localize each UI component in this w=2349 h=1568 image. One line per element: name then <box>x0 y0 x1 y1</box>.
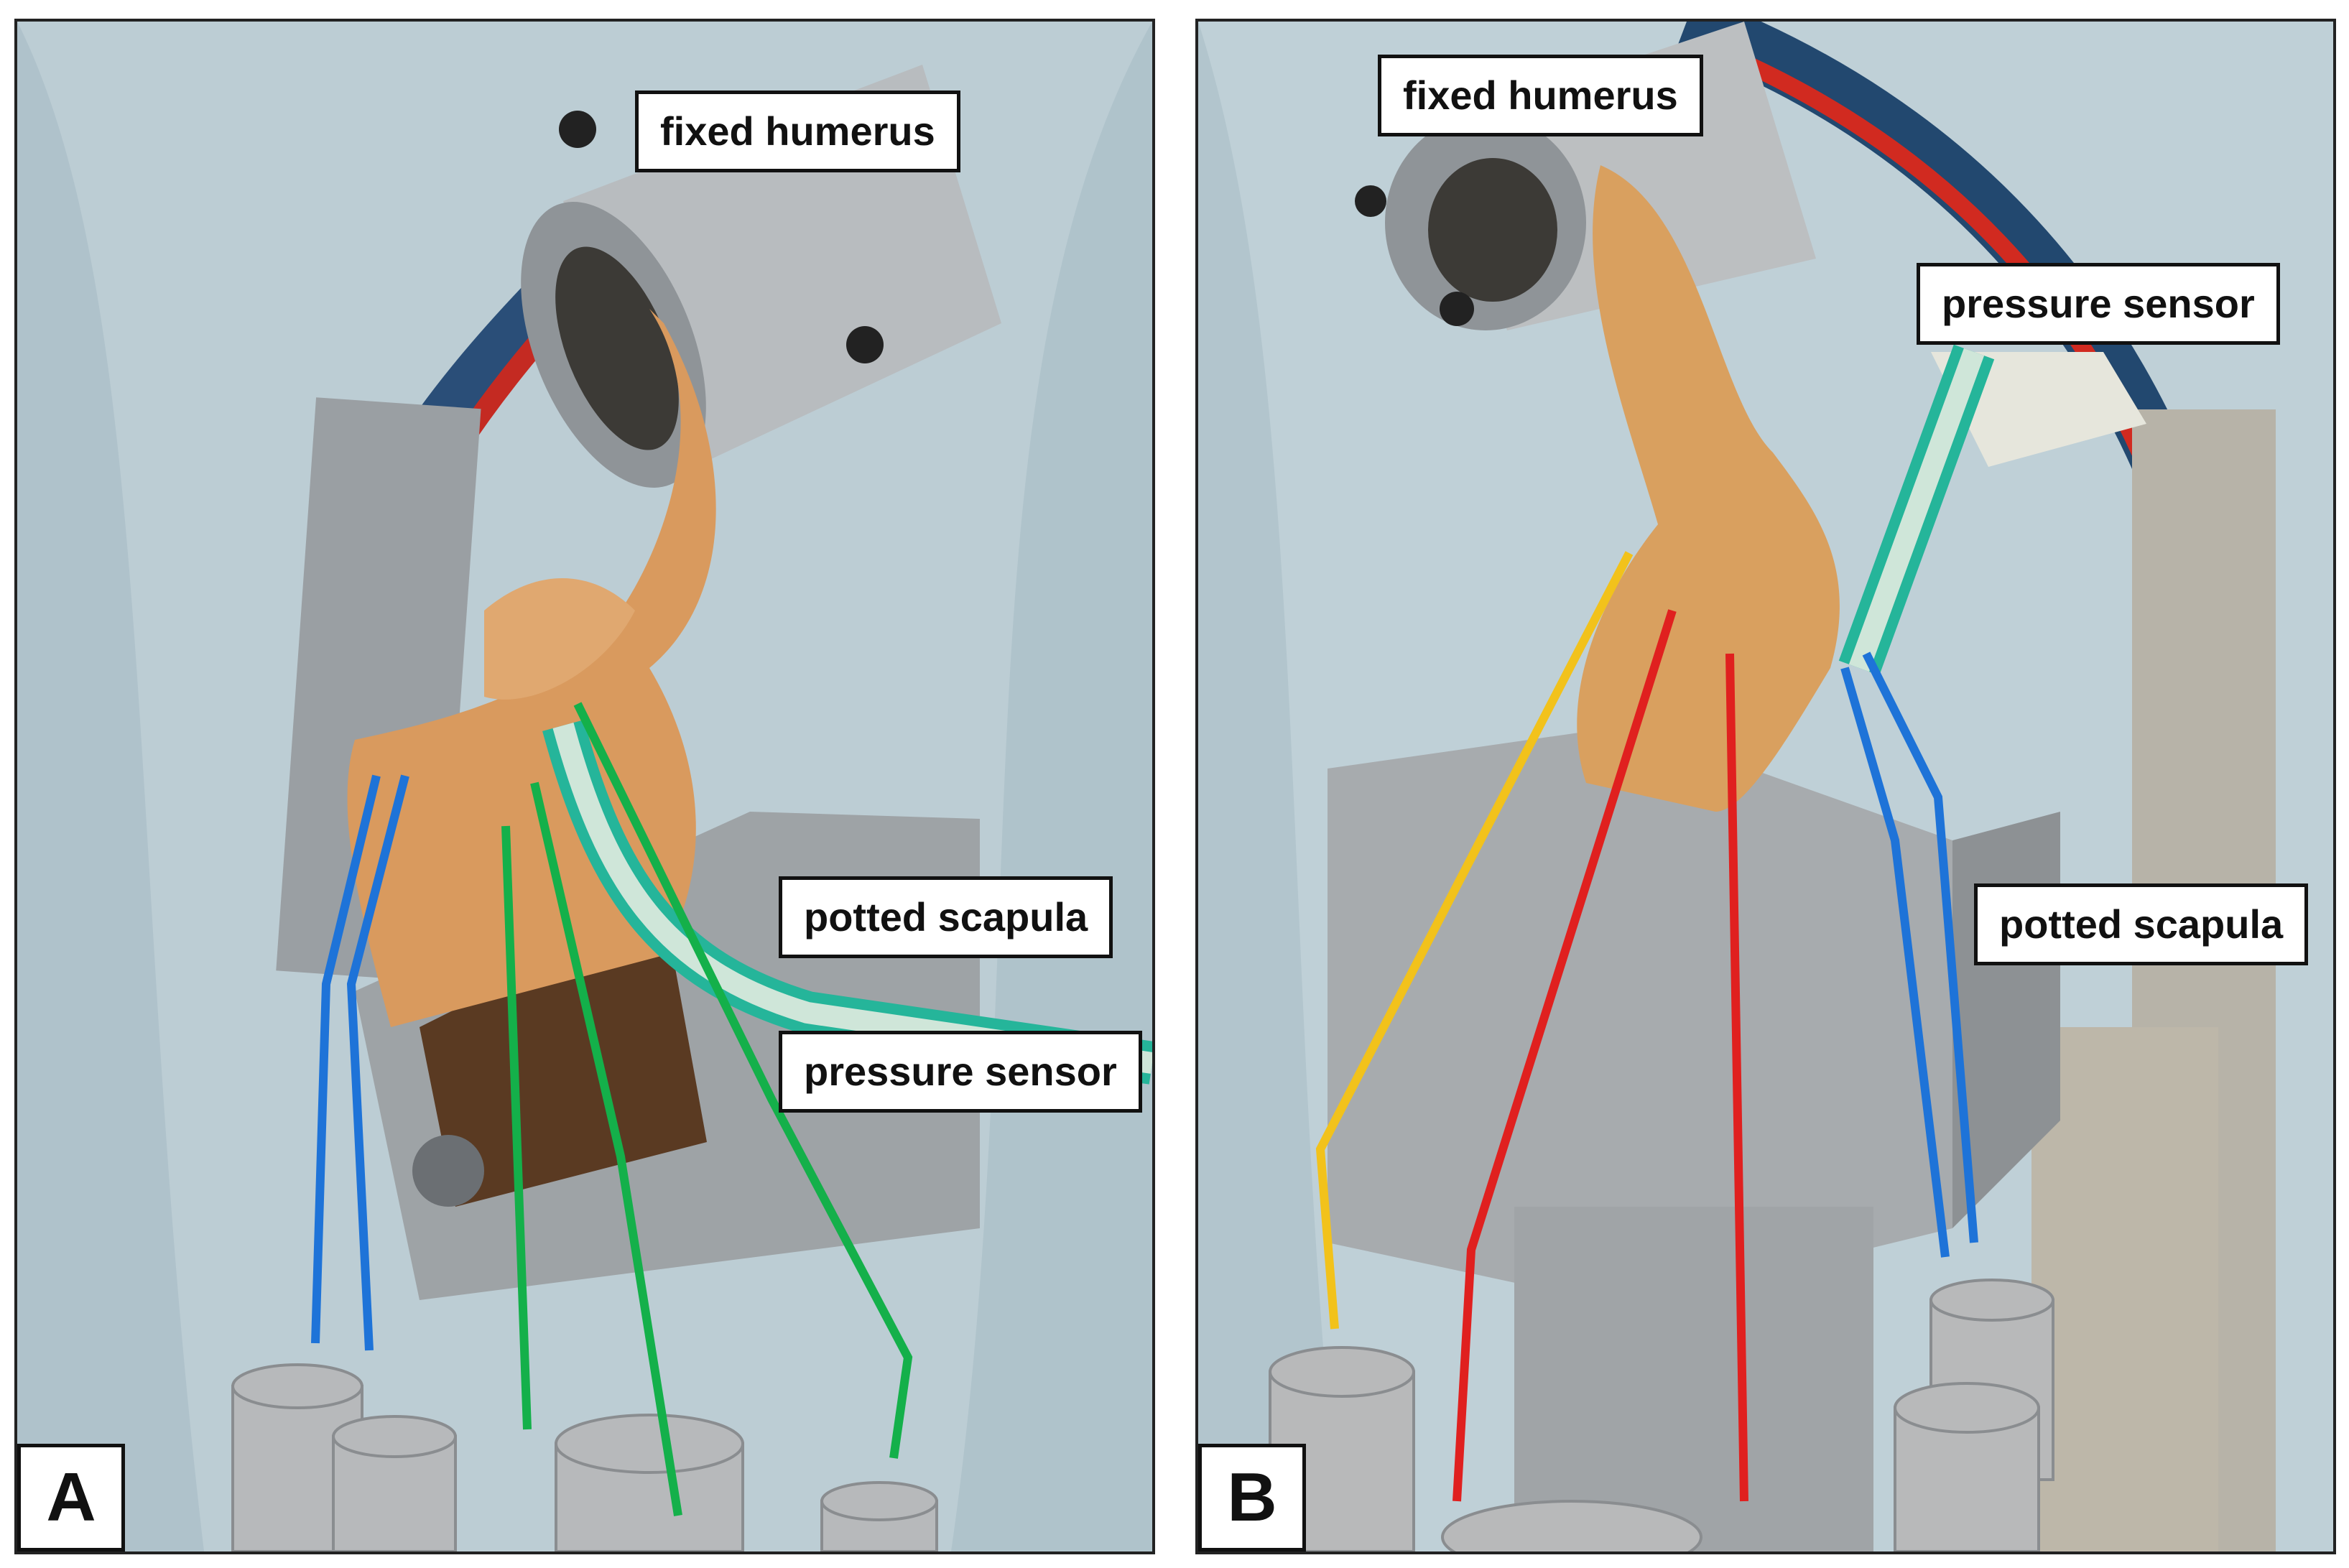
panel-a-photo <box>17 22 1152 1551</box>
panel-letter-a: A <box>17 1444 125 1551</box>
green-cables <box>501 702 913 1516</box>
label-pressure-sensor: pressure sensor <box>1917 263 2280 345</box>
label-fixed-humerus: fixed humerus <box>635 91 960 172</box>
blue-cables <box>311 774 409 1351</box>
panel-b-photo <box>1198 22 2333 1551</box>
label-potted-scapula: potted scapula <box>1974 883 2309 965</box>
panel-letter-b: B <box>1198 1444 1306 1551</box>
yellow-cable <box>1315 551 1634 1330</box>
panel-b: fixed humerus pressure sensor potted sca… <box>1195 19 2336 1554</box>
label-pressure-sensor: pressure sensor <box>779 1031 1142 1113</box>
humerus-fixture <box>1355 22 1816 330</box>
label-fixed-humerus: fixed humerus <box>1378 55 1703 136</box>
red-cables <box>1453 609 1748 1502</box>
panel-a: fixed humerus potted scapula pressure se… <box>14 19 1155 1554</box>
blue-cables <box>1840 651 1978 1258</box>
weights <box>231 1363 938 1551</box>
label-potted-scapula: potted scapula <box>779 876 1113 958</box>
